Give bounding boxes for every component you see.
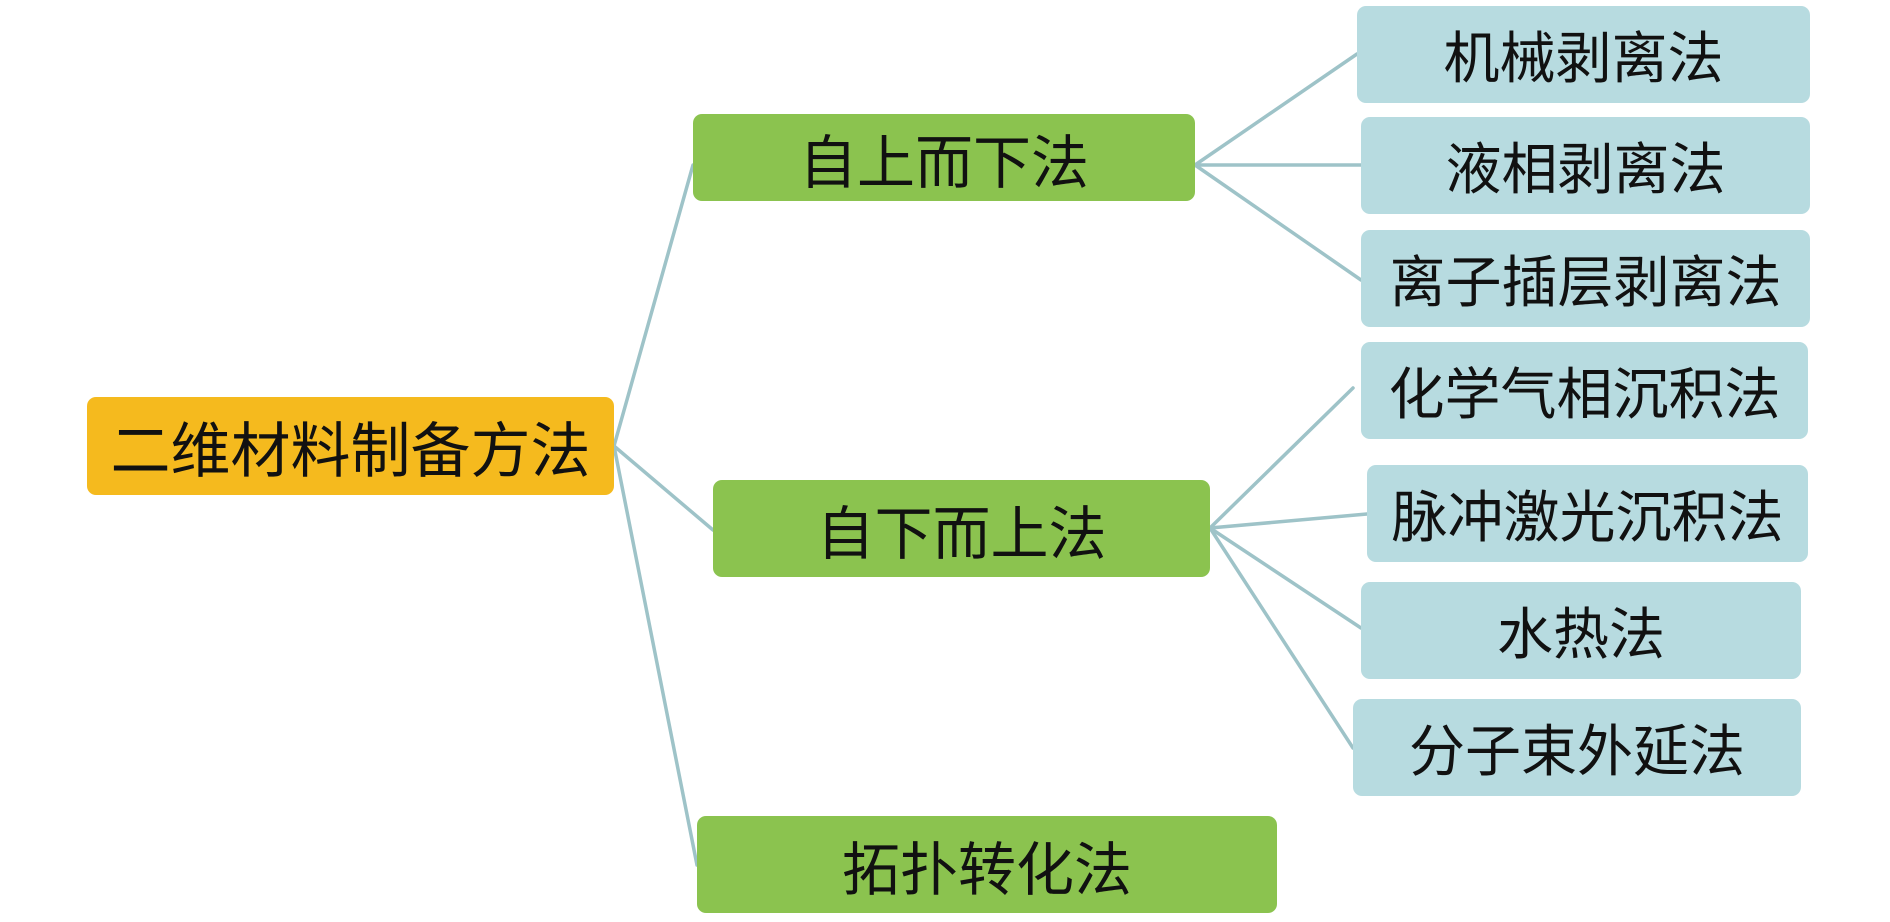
branch-node-topology: 拓扑转化法 (697, 816, 1277, 913)
connector-bottom-up-to-hydrothermal (1208, 526, 1363, 630)
connector-top-down-to-ion (1193, 163, 1363, 282)
connector-bottom-up-to-cvd (1208, 386, 1355, 530)
branch-label: 自下而上法 (816, 499, 1107, 568)
branch-node-top-down: 自上而下法 (693, 114, 1195, 201)
leaf-label: 脉冲激光沉积法 (1391, 486, 1784, 551)
root-label: 二维材料制备方法 (110, 416, 591, 487)
leaf-node-hydrothermal: 水热法 (1361, 582, 1801, 679)
leaf-node-ion-intercalation: 离子插层剥离法 (1361, 230, 1810, 327)
connector-bottom-up-to-pld (1208, 512, 1369, 530)
leaf-label: 离子插层剥离法 (1389, 251, 1782, 316)
leaf-node-liquid-exfoliation: 液相剥离法 (1361, 117, 1810, 214)
leaf-node-mechanical-exfoliation: 机械剥离法 (1357, 6, 1810, 103)
connector-root-to-bottom-up (612, 444, 715, 532)
branch-node-bottom-up: 自下而上法 (713, 480, 1210, 577)
leaf-node-cvd: 化学气相沉积法 (1361, 342, 1808, 439)
leaf-node-pld: 脉冲激光沉积法 (1367, 465, 1808, 562)
leaf-label: 分子束外延法 (1409, 720, 1745, 785)
leaf-label: 机械剥离法 (1443, 27, 1724, 92)
connector-bottom-up-to-mbe (1208, 526, 1355, 750)
leaf-label: 化学气相沉积法 (1388, 363, 1781, 428)
leaf-label: 水热法 (1497, 603, 1665, 668)
connector-root-to-topology (612, 444, 699, 867)
root-node: 二维材料制备方法 (87, 397, 614, 495)
leaf-node-mbe: 分子束外延法 (1353, 699, 1801, 796)
connector-root-to-top-down (612, 163, 695, 448)
connector-top-down-to-mechanical (1193, 52, 1359, 167)
branch-label: 拓扑转化法 (841, 835, 1132, 904)
leaf-label: 液相剥离法 (1445, 138, 1726, 203)
branch-label: 自上而下法 (798, 128, 1089, 197)
